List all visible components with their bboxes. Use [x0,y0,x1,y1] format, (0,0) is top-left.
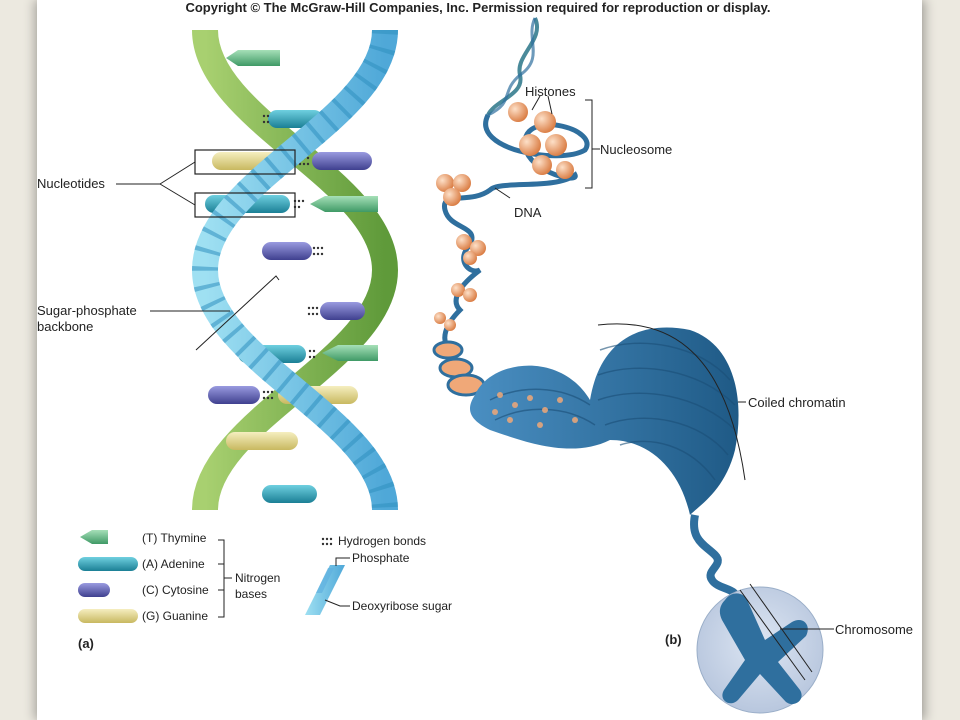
histone-cluster-2 [436,174,471,206]
legend [78,530,350,623]
chromatin-tail [690,514,740,602]
copyright-notice: Copyright © The McGraw-Hill Companies, I… [185,0,770,15]
dna-coil [442,113,590,352]
panel-label-a: (a) [78,636,94,651]
legend-nitrogen: Nitrogen [235,571,280,585]
label-chromosome: Chromosome [835,622,913,637]
label-sugar-phosphate: Sugar-phosphate [37,303,137,318]
label-histones: Histones [525,84,576,99]
chromatin-fiber [432,340,486,397]
legend-bases: bases [235,587,267,601]
legend-deoxyribose: Deoxyribose sugar [352,599,452,613]
histone-cluster-3 [456,234,486,265]
legend-hydrogen-bonds: Hydrogen bonds [338,534,426,548]
label-nucleotides: Nucleotides [37,176,105,191]
histone-cluster-5 [434,312,456,331]
legend-cytosine: (C) Cytosine [142,583,209,597]
legend-backbone-swatch [305,565,345,615]
chromatin-structure [432,17,834,714]
legend-hbond-dots [321,537,333,546]
panel-b-leader-lines [494,95,834,681]
label-nucleosome: Nucleosome [600,142,672,157]
panel-label-b: (b) [665,632,682,647]
histone-octamer [508,102,574,179]
legend-phosphate: Phosphate [352,551,410,565]
chromosome-shape [719,593,808,705]
panel-a-leader-lines [116,161,280,351]
label-coiled-chromatin: Coiled chromatin [748,395,846,410]
coiled-chromatin-cone [470,327,739,515]
label-dna: DNA [514,205,542,220]
label-backbone: backbone [37,319,93,334]
legend-adenine: (A) Adenine [142,557,205,571]
legend-adenine-swatch [78,557,138,571]
legend-thymine-swatch [80,530,108,544]
legend-cytosine-swatch [78,583,110,597]
legend-guanine: (G) Guanine [142,609,208,623]
dna-double-helix [116,28,399,512]
legend-thymine: (T) Thymine [142,531,207,545]
legend-guanine-swatch [78,609,138,623]
backbone-strand-back [192,28,399,512]
histone-cluster-4 [451,283,477,302]
